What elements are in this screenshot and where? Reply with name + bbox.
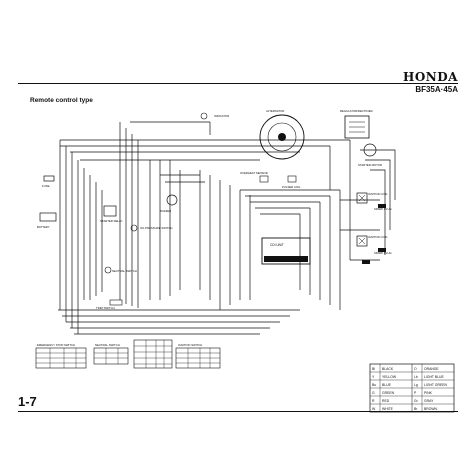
indicator-symbol: INDICATOR — [200, 112, 229, 120]
legend-code: P — [414, 391, 417, 395]
legend-code: Br — [414, 407, 418, 411]
overheat-sensor-label: OVERHEAT SENSOR — [240, 171, 268, 175]
cdi-unit-symbol: CDI UNIT — [261, 237, 311, 265]
legend-code: O — [414, 367, 417, 371]
section-title: Remote control type — [30, 97, 93, 104]
ignition-coil-2-label: IGNITION COIL — [368, 235, 388, 239]
legend-color-name: GREEN — [382, 391, 395, 395]
buzzer-label: BUZZER — [160, 209, 171, 213]
switch-table-neutral: NEUTRAL SWITCH — [93, 343, 129, 365]
ignition-coil-1: IGNITION COIL SPARK PLUG — [356, 192, 392, 211]
wire-harness — [58, 121, 396, 335]
legend-color-name: BROWN — [424, 407, 438, 411]
fuse-label: FUSE — [42, 184, 50, 188]
legend-color-name: RED — [382, 399, 390, 403]
emergency-table-title: EMERGENCY STOP SWITCH — [37, 343, 75, 347]
trim-switch: TRIM SWITCH — [96, 299, 123, 310]
fuse-symbol: FUSE — [42, 175, 55, 188]
legend-code: Gr — [414, 399, 419, 403]
switch-table-emergency: EMERGENCY STOP SWITCH — [35, 343, 87, 369]
legend-code: W — [372, 407, 376, 411]
legend-color-name: WHITE — [382, 407, 394, 411]
spark-plug-1-label: SPARK PLUG — [374, 207, 392, 211]
page-number: 1-7 — [18, 394, 37, 409]
model-label: BF35A·45A — [415, 85, 458, 94]
switch-table-ignition — [133, 339, 173, 369]
footer-rule — [18, 411, 458, 412]
alternator-symbol — [259, 114, 305, 160]
legend-color-name: ORANGE — [424, 367, 439, 371]
oil-pressure-switch-label: OIL PRESSURE SWITCH — [140, 226, 172, 230]
switch-table-ignition-2: IGNITION SWITCH — [175, 343, 221, 369]
color-legend: Bl BLACK O ORANGE Y YELLOW Lb LIGHT BLUE Bu BLUE L… — [369, 363, 455, 413]
pulser-label: PULSER COIL — [282, 185, 301, 189]
spark-plug-2-label: SPARK PLUG — [374, 251, 392, 255]
legend-color-name: GRAY — [424, 399, 434, 403]
indicator-label: INDICATOR — [214, 114, 229, 118]
neutral-switch: NEUTRAL SWITCH — [104, 266, 137, 274]
header-rule — [18, 83, 458, 84]
brand-logo: HONDA — [403, 70, 458, 84]
legend-color-name: LIGHT GREEN — [424, 383, 447, 387]
neutral-switch-label: NEUTRAL SWITCH — [112, 269, 137, 273]
legend-code: G — [372, 391, 375, 395]
buzzer-symbol: BUZZER — [160, 194, 178, 213]
trim-switch-label: TRIM SWITCH — [96, 306, 115, 310]
cdi-unit-label: CDI UNIT — [270, 243, 284, 247]
pulser-coil: PULSER COIL — [282, 175, 301, 189]
starter-motor-label: STARTER MOTOR — [358, 163, 382, 167]
starter-relay-symbol: STARTER RELAY — [100, 205, 123, 223]
legend-color-name: LIGHT BLUE — [424, 375, 444, 379]
legend-color-name: BLUE — [382, 383, 392, 387]
spark-plug-symbols — [362, 204, 386, 264]
legend-code: Bu — [372, 383, 376, 387]
oil-pressure-switch: OIL PRESSURE SWITCH — [130, 224, 172, 232]
regulator-symbol — [344, 115, 370, 139]
legend-color-name: PINK — [424, 391, 433, 395]
ignition-table-title: IGNITION SWITCH — [178, 343, 202, 347]
legend-color-name: BLACK — [382, 367, 394, 371]
battery-symbol: BATTERY — [37, 212, 57, 229]
starter-motor-symbol: STARTER MOTOR — [358, 143, 382, 167]
legend-code: Lb — [414, 375, 418, 379]
ignition-coil-2: IGNITION COIL SPARK PLUG — [356, 235, 392, 255]
alternator-label: ALTERNATOR — [266, 109, 284, 113]
battery-label: BATTERY — [37, 225, 50, 229]
legend-code: Lg — [414, 383, 418, 387]
starter-relay-label: STARTER RELAY — [100, 219, 123, 223]
neutral-table-title: NEUTRAL SWITCH — [95, 343, 120, 347]
legend-color-name: YELLOW — [382, 375, 397, 379]
legend-code: Y — [372, 375, 375, 379]
legend-code: Bl — [372, 367, 375, 371]
regulator-labels: REGULATOR/RECTIFIER ALTERNATOR — [266, 109, 373, 113]
ignition-coil-1-label: IGNITION COIL — [368, 192, 388, 196]
overheat-sensor: OVERHEAT SENSOR — [240, 171, 269, 183]
regulator-label: REGULATOR/RECTIFIER — [340, 109, 373, 113]
legend-code: R — [372, 399, 375, 403]
